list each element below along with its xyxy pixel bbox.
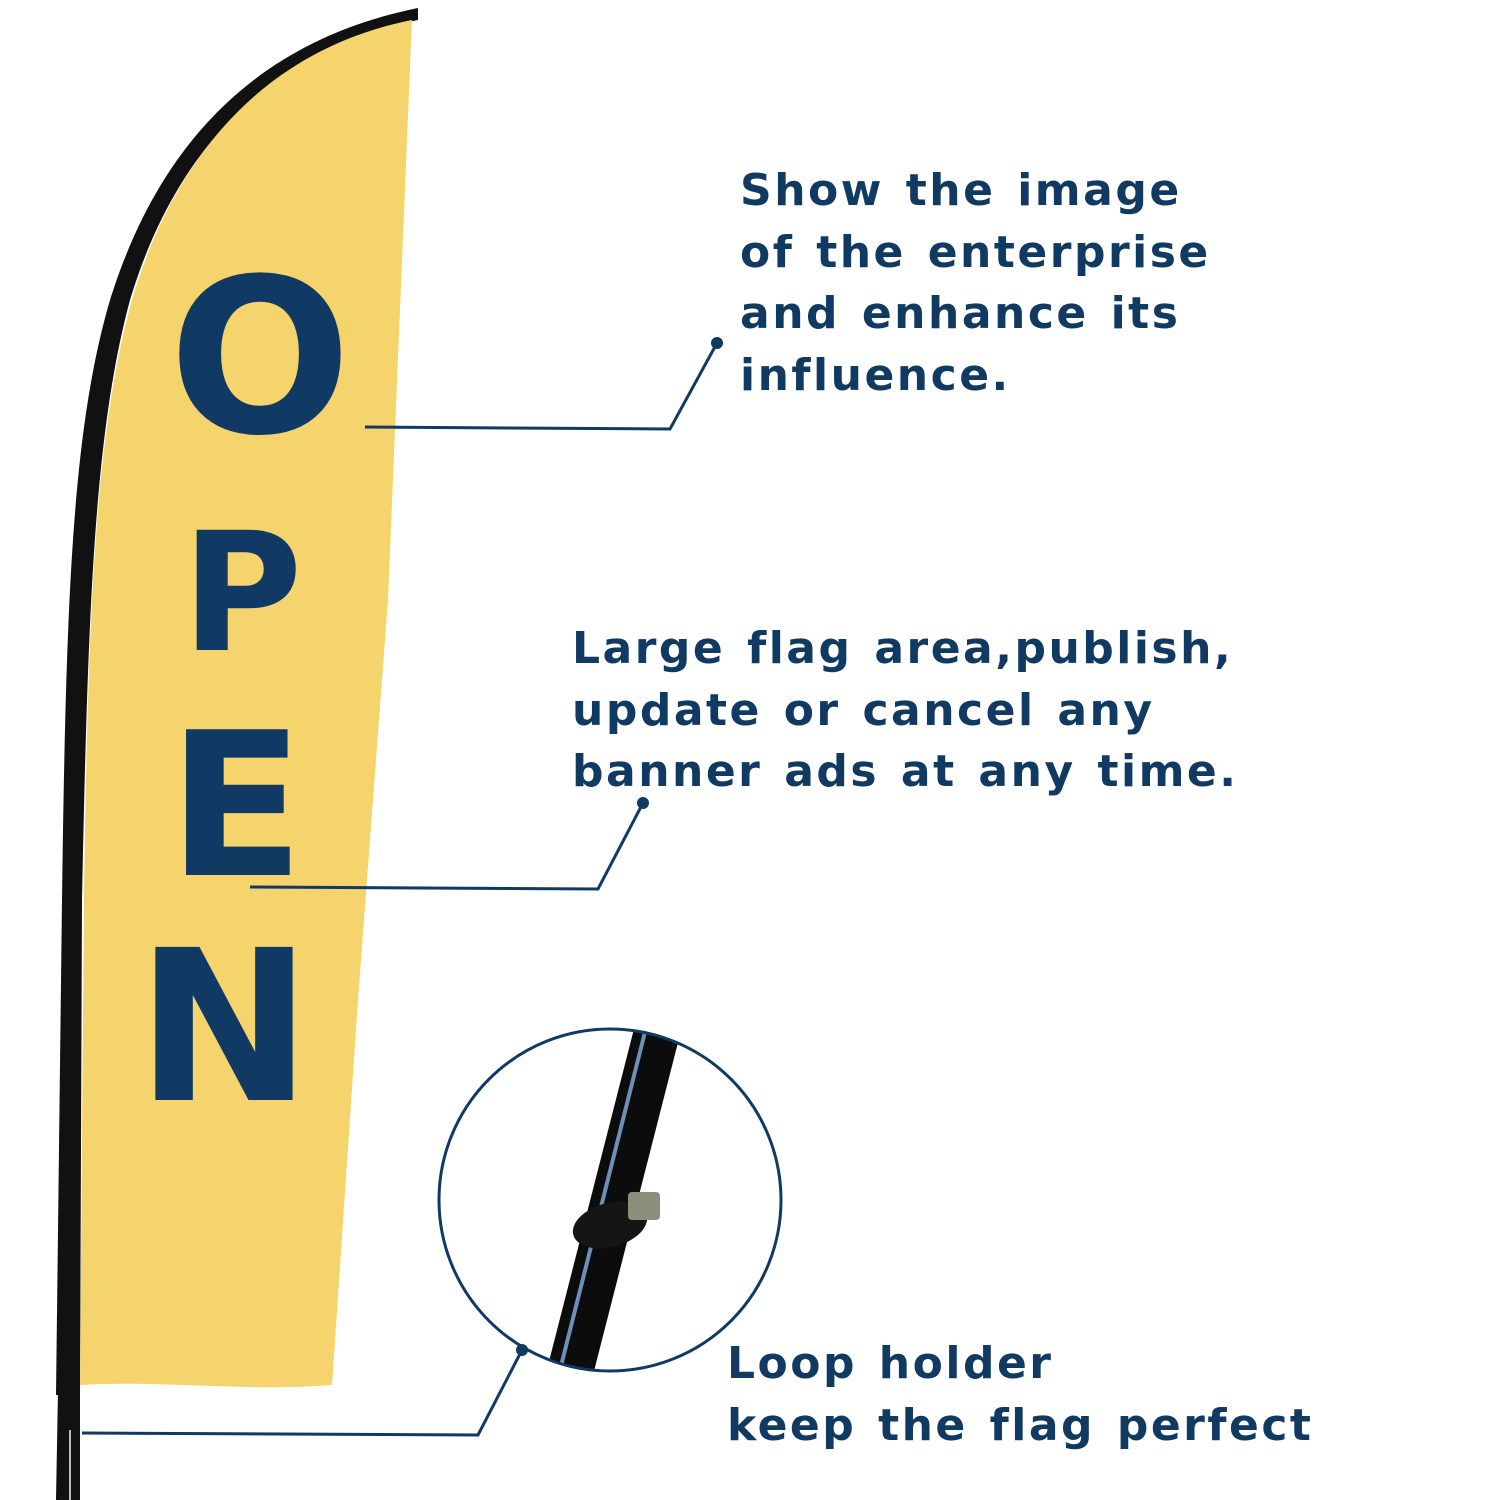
flag-letter-n: N (136, 905, 312, 1150)
callout-loop-holder: Loop holder keep the flag perfect (727, 1333, 1313, 1456)
leader-line-1 (364, 342, 719, 431)
callout-line: update or cancel any (572, 684, 1155, 736)
flag-letter-o: O (169, 232, 352, 483)
callout-large-flag-area: Large flag area,publish, update or cance… (572, 618, 1238, 803)
wing-nut (628, 1192, 660, 1220)
callout-enterprise-image: Show the image of the enterprise and enh… (740, 160, 1211, 406)
flag-pole (56, 1390, 80, 1500)
loop-holder-inset (545, 1030, 683, 1370)
callout-line: influence. (740, 349, 1011, 401)
flag-letter-p: P (182, 497, 303, 689)
callout-line: of the enterprise (740, 226, 1211, 278)
callout-line: Large flag area,publish, (572, 623, 1234, 674)
leader-dot-1 (711, 337, 723, 349)
flag-fabric (80, 20, 412, 1388)
callout-line: Show the image (740, 165, 1182, 216)
leader-dot-2 (637, 797, 649, 809)
callout-line: keep the flag perfect (727, 1399, 1314, 1451)
callout-line: banner ads at any time. (572, 746, 1239, 797)
leader-line-2 (249, 802, 645, 891)
callout-line: and enhance its (740, 288, 1181, 339)
leader-line-3 (81, 1349, 524, 1437)
flag-letter-e: E (168, 690, 305, 923)
callout-line: Loop holder (727, 1338, 1054, 1389)
